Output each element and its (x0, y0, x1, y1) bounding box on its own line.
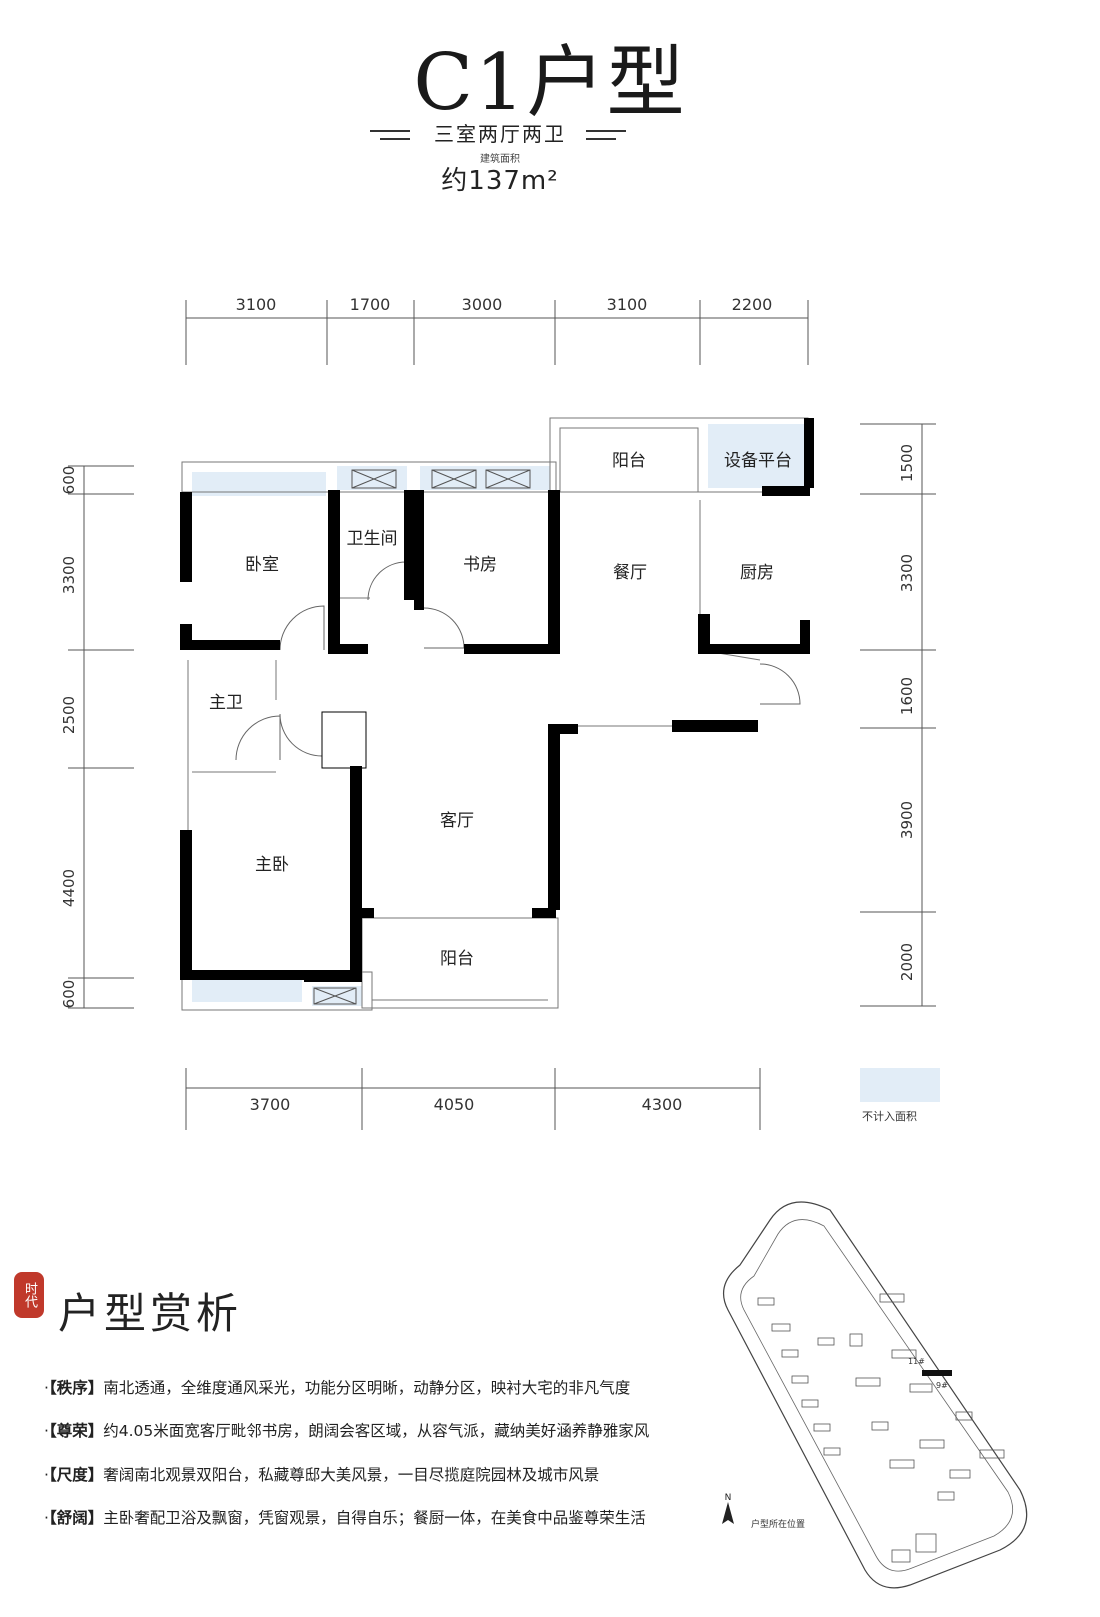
dim-left-4: 4400 (60, 869, 78, 907)
dim-right-2: 3300 (898, 554, 916, 592)
room-living: 客厅 (440, 811, 474, 831)
feature-tag: 【尊荣】 (48, 1422, 104, 1440)
site-buildings (757, 1293, 1005, 1563)
window-boxes (313, 469, 531, 1005)
area-caption: 建筑面积 (480, 154, 520, 165)
brand-seal: 时代 (14, 1272, 44, 1318)
room-equipment-platform: 设备平台 (724, 451, 792, 471)
dim-top-2: 1700 (350, 295, 391, 314)
room-bathroom: 卫生间 (347, 529, 398, 549)
feature-tag: 【秩序】 (48, 1379, 104, 1397)
dim-left-3: 2500 (60, 696, 78, 734)
dim-right-4: 3900 (898, 801, 916, 839)
dim-left-1: 600 (60, 466, 78, 495)
site-map-caption: 户型所在位置 (751, 1520, 806, 1530)
dim-top-3: 3000 (462, 295, 503, 314)
current-unit-marker (922, 1370, 952, 1376)
analysis-title: 户型赏析 (58, 1289, 243, 1338)
feature-item: ·【尺度】奢阔南北观景双阳台，私藏尊邸大美风景，一目尽揽庭院园林及城市风景 (44, 1466, 600, 1484)
dim-top-5: 2200 (732, 295, 773, 314)
room-master-bathroom: 主卫 (209, 693, 243, 713)
dim-bottom-3: 4300 (642, 1095, 683, 1114)
dim-right-5: 2000 (898, 943, 916, 981)
feature-text: 南北透通，全维度通风采光，功能分区明晰，动静分区，映衬大宅的非凡气度 (103, 1379, 631, 1397)
area-value: 约137m² (441, 166, 559, 196)
room-layout-label: 三室两厅两卫 (434, 122, 566, 146)
feature-tag: 【舒阔】 (48, 1509, 104, 1527)
room-bedroom: 卧室 (245, 555, 279, 575)
feature-text: 奢阔南北观景双阳台，私藏尊邸大美风景，一目尽揽庭院园林及城市风景 (103, 1466, 600, 1484)
room-dining: 餐厅 (613, 563, 647, 583)
non-counted-areas (192, 424, 804, 1006)
dimension-lines (68, 300, 936, 1130)
feature-text: 约4.05米面宽客厅毗邻书房，朗阔会客区域，从容气派，藏纳美好涵养静雅家风 (103, 1422, 650, 1440)
legend-label: 不计入面积 (862, 1110, 917, 1123)
room-study: 书房 (463, 555, 497, 575)
room-master-bedroom: 主卧 (255, 855, 289, 875)
feature-item: ·【秩序】南北透通，全维度通风采光，功能分区明晰，动静分区，映衬大宅的非凡气度 (44, 1379, 631, 1397)
title-decoration-left (370, 130, 410, 140)
feature-item: ·【舒阔】主卧奢配卫浴及飘窗，凭窗观景，自得自乐；餐厨一体，在美食中品鉴尊荣生活 (44, 1509, 646, 1527)
thick-walls (180, 418, 814, 982)
plan-title: C1户型 (413, 38, 687, 128)
dim-top-4: 3100 (607, 295, 648, 314)
building-11-label: 11# (908, 1357, 925, 1366)
feature-tag: 【尺度】 (48, 1466, 104, 1484)
door-swings (235, 561, 801, 761)
title-decoration-right (586, 130, 626, 140)
dim-bottom-2: 4050 (434, 1095, 475, 1114)
floor-plan: 3100 1700 3000 3100 2200 3700 4050 4300 … (60, 295, 936, 1130)
room-kitchen: 厨房 (740, 563, 774, 583)
dim-bottom-1: 3700 (250, 1095, 291, 1114)
dim-left-5: 600 (60, 980, 78, 1009)
dim-top-1: 3100 (236, 295, 277, 314)
legend-swatch (860, 1068, 940, 1102)
feature-text: 主卧奢配卫浴及飘窗，凭窗观景，自得自乐；餐厨一体，在美食中品鉴尊荣生活 (103, 1509, 646, 1527)
thin-walls (181, 417, 809, 1011)
feature-item: ·【尊荣】约4.05米面宽客厅毗邻书房，朗阔会客区域，从容气派，藏纳美好涵养静雅… (44, 1422, 650, 1440)
site-map: 11# 9# N (722, 1201, 1028, 1589)
north-arrow-icon (722, 1502, 734, 1524)
dim-right-1: 1500 (898, 444, 916, 482)
room-balcony-north: 阳台 (612, 451, 646, 471)
room-balcony-south: 阳台 (440, 949, 474, 969)
north-label: N (725, 1493, 732, 1503)
dim-right-3: 1600 (898, 677, 916, 715)
dim-left-2: 3300 (60, 556, 78, 594)
building-9-label: 9# (936, 1381, 948, 1390)
